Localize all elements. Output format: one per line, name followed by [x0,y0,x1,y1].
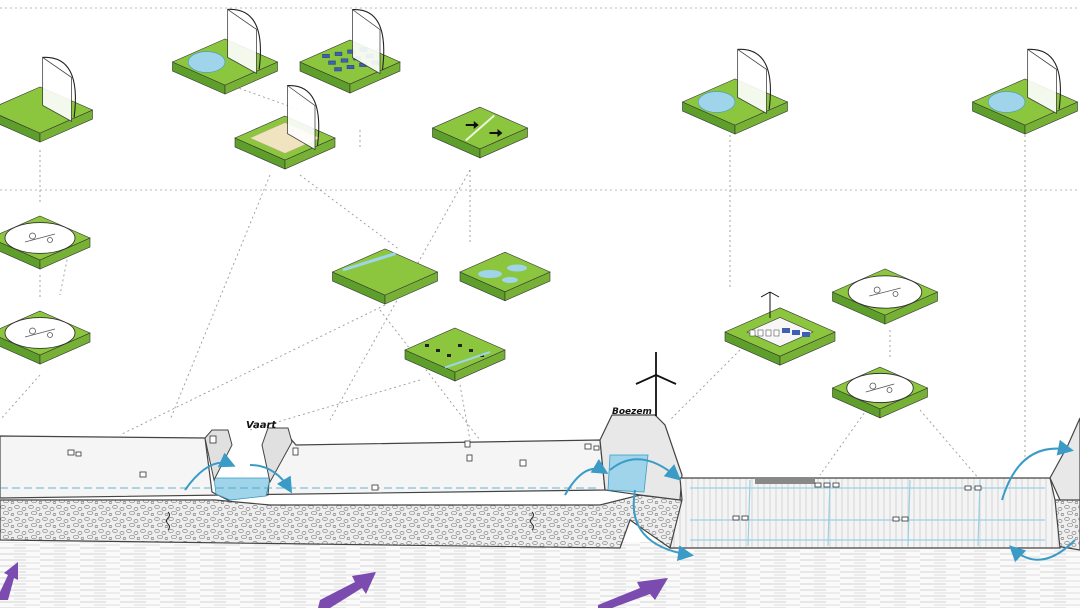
left-polder-surface [0,435,606,501]
groundwater-arrows [0,562,668,608]
boezem-label: Boezem [612,407,652,417]
tile-grazing-field [404,327,506,382]
tile-circle-left-1 [0,215,91,270]
tile-circle-right-1 [831,268,939,325]
water-flow-arrows [184,439,1076,563]
tile-split-field [431,106,529,159]
tile-pond-sail [171,8,279,95]
tile-grass-sail-left [0,56,94,143]
scattered-objects [67,435,982,522]
tile-ditch-field [331,248,439,305]
solar-strip [755,478,815,484]
wind-turbine [635,352,677,416]
vaart-label: Vaart [246,420,277,431]
tile-pond-sail-mid [681,48,789,135]
tile-pond-sail-right [971,48,1079,135]
tile-wet-field [459,251,551,302]
cross-section: Vaart Boezem [0,352,1080,608]
field-grid [690,479,1045,547]
tile-circle-left-2 [0,310,91,365]
tile-energy-farm [724,291,836,366]
right-edge-dyke [1049,417,1080,501]
tile-fields-sail [234,84,336,170]
tile-circle-right-2 [831,366,929,419]
vaart-water [213,477,271,501]
scenario-tiles [0,8,1079,419]
tile-solar-sail [299,8,401,94]
deep-strata-layer [0,542,1080,608]
seepage-markers [166,511,534,531]
